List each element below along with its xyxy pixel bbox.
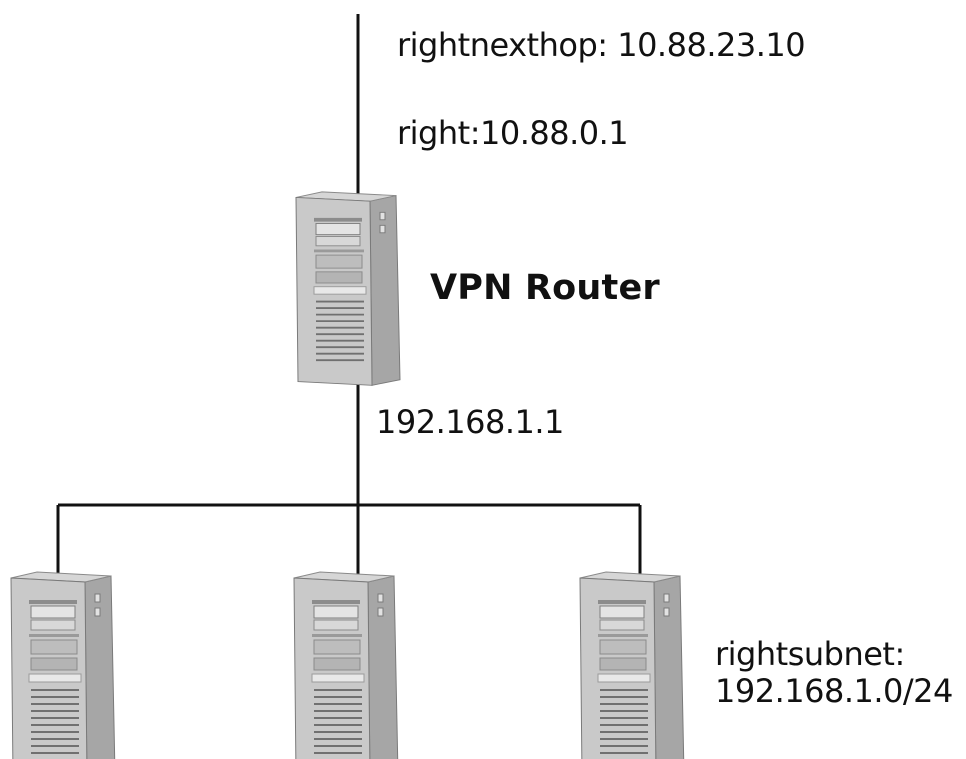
host-3-server-icon (579, 571, 685, 759)
rightsubnet-value: 192.168.1.0/24 (715, 671, 953, 710)
network-links (56, 14, 642, 575)
rightsubnet-key: rightsubnet: (715, 635, 905, 673)
rightsubnet-label: rightsubnet: 192.168.1.0/24 (715, 636, 953, 710)
router-lan-ip-label: 192.168.1.1 (376, 403, 564, 441)
host-2-server-icon (293, 571, 399, 759)
rightnexthop-label: rightnexthop: 10.88.23.10 (397, 26, 806, 64)
host-1-server-icon (10, 571, 116, 759)
vpn-router-label: VPN Router (430, 268, 660, 308)
right-label: right:10.88.0.1 (397, 114, 629, 152)
vpn-router-icon (295, 190, 401, 387)
